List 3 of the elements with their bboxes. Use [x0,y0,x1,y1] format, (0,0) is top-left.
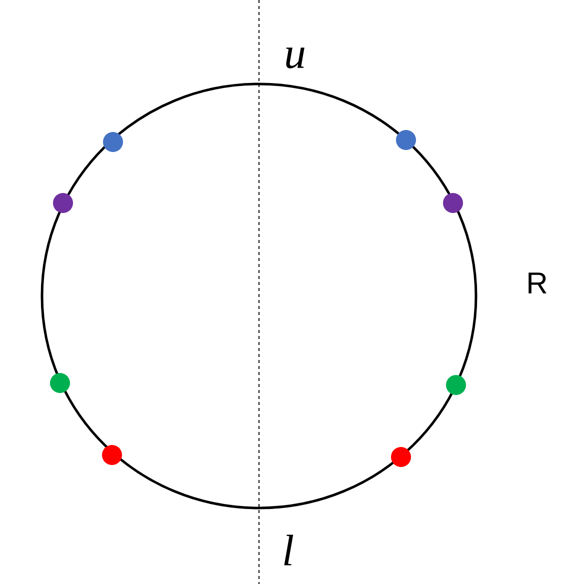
axis-label: l [284,534,294,566]
axis-label: u [286,48,304,68]
axis-label: R [528,272,546,294]
